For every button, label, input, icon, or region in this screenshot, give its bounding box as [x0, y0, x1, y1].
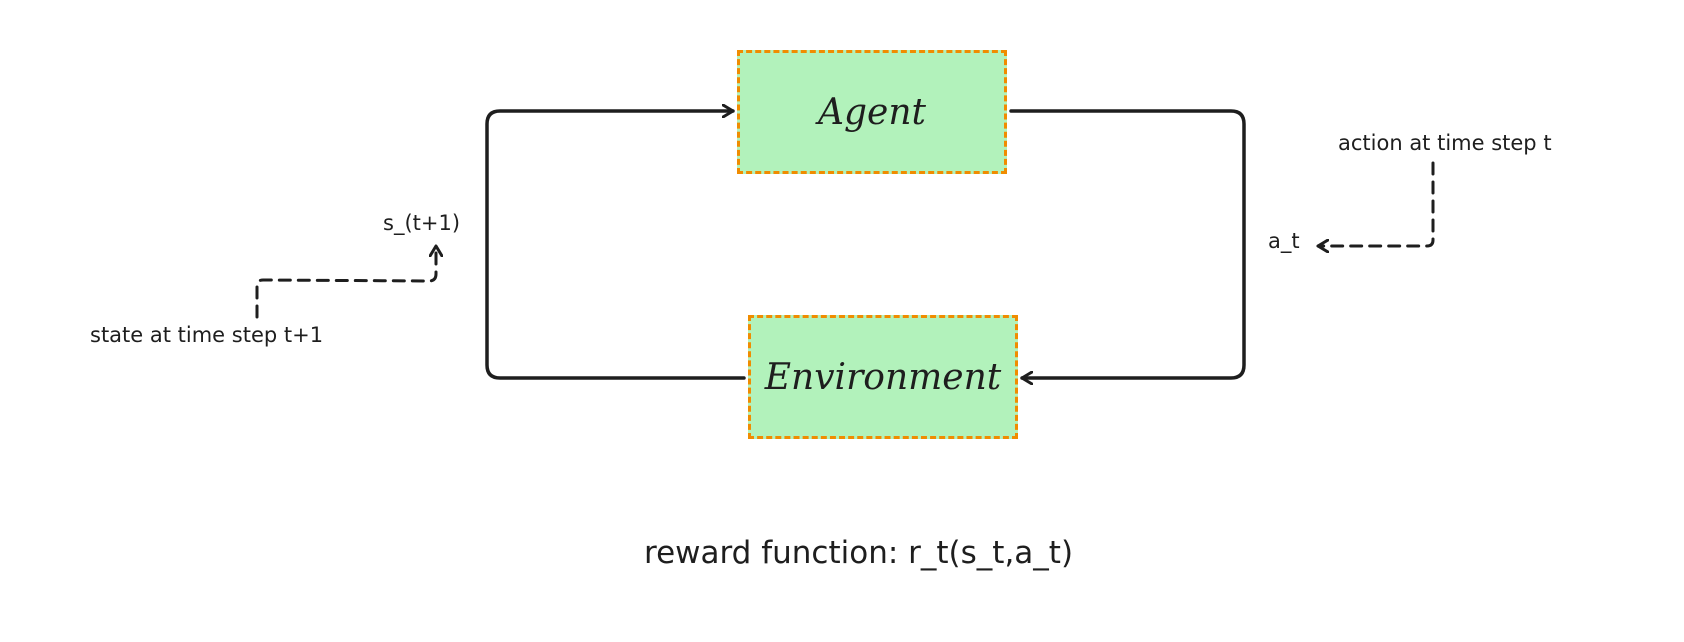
environment-node[interactable]: Environment — [748, 315, 1018, 439]
env-to-agent-arrow — [485, 111, 746, 380]
agent-label: Agent — [818, 91, 926, 133]
action-label: a_t — [1268, 229, 1300, 253]
state-note-arrow — [255, 244, 436, 319]
reward-function-label: reward function: r_t(s_t,a_t) — [644, 535, 1074, 571]
agent-node[interactable]: Agent — [737, 50, 1007, 174]
agent-to-env-arrow — [1009, 109, 1246, 378]
next-state-label: s_(t+1) — [383, 211, 461, 235]
action-note-arrow — [1316, 161, 1435, 246]
action-note-label: action at time step t — [1338, 131, 1552, 155]
environment-label: Environment — [764, 356, 1002, 398]
state-note-label: state at time step t+1 — [90, 323, 324, 347]
